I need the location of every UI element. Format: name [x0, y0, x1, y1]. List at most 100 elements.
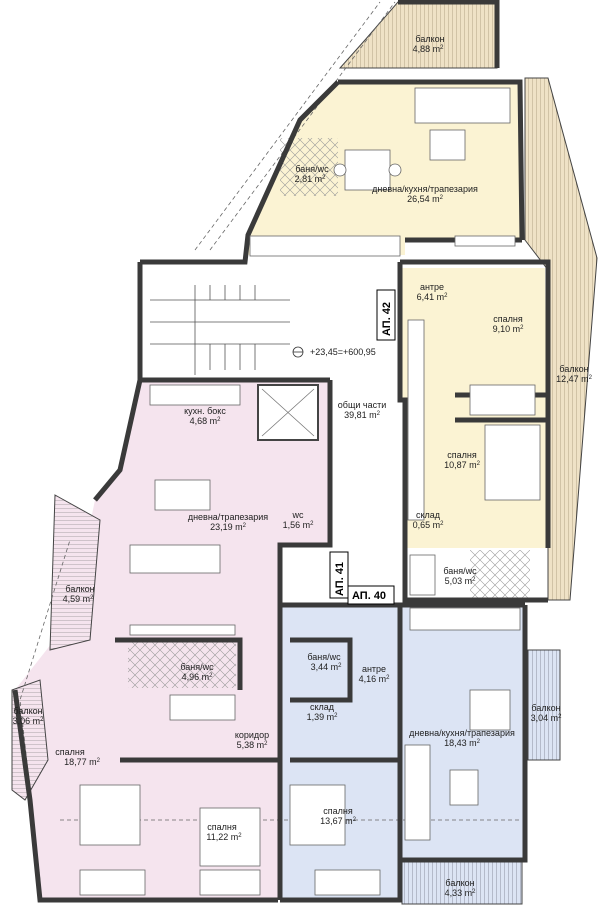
- area-spalnya-42b: 10,87 m2: [444, 460, 481, 470]
- stair-box: [140, 268, 398, 380]
- ap42-tag-box: [376, 289, 396, 341]
- label-dnevna-41: дневна/трапезария: [188, 512, 268, 522]
- area-banya-42b: 5,03 m2: [445, 576, 477, 586]
- walls: [12, 0, 551, 903]
- room-labels: балкон 4,88 m2 баня/wc 2,81 m2 дневна/ку…: [13, 34, 593, 898]
- desk-40: [314, 869, 381, 896]
- bath42b-tile: [470, 550, 530, 600]
- label-spalnya-41b: спалня: [207, 822, 237, 832]
- desk-41b: [199, 869, 261, 896]
- label-spalnya-40: спалня: [323, 806, 353, 816]
- bed-40: [289, 784, 346, 846]
- label-dnevna-40: дневна/кухня/трапезария: [409, 728, 515, 738]
- bathtub-42: [409, 554, 436, 596]
- furniture: [79, 87, 541, 896]
- chair-42a: [333, 163, 347, 177]
- common-area: [140, 268, 398, 441]
- ap40-tag: АП. 40: [352, 590, 386, 602]
- level-marker: +23,45=+600,95: [292, 346, 376, 358]
- label-sklad-40: склад: [310, 702, 335, 712]
- area-banya-40: 3,44 m2: [311, 662, 343, 672]
- table-40: [469, 689, 511, 731]
- tv-unit-41: [129, 624, 236, 636]
- bed-42b: [484, 424, 541, 501]
- area-kuhn-boks: 4,68 m2: [190, 416, 222, 426]
- area-antre-40: 4,16 m2: [359, 674, 391, 684]
- level-mark: +23,45=+600,95: [310, 347, 376, 357]
- area-dnevna-42: 26,54 m2: [407, 194, 444, 204]
- label-spalnya-41a: спалня: [55, 747, 85, 757]
- area-sklad-42: 0,65 m2: [413, 520, 445, 530]
- label-banya-40: баня/wc: [307, 652, 341, 662]
- label-banya-42b: баня/wc: [443, 566, 477, 576]
- table-41: [154, 479, 211, 511]
- label-wc-41: wc: [292, 510, 304, 520]
- ap42-tag: АП. 42: [381, 302, 393, 336]
- area-balkon-right: 12,47 m2: [556, 374, 593, 384]
- table-42: [344, 149, 391, 191]
- label-spalnya-42a: спалня: [493, 314, 523, 324]
- ap41-tag: АП. 41: [334, 562, 346, 596]
- armchair-40: [449, 769, 479, 806]
- balcony-right-fill: [524, 77, 598, 601]
- area-obshti: 39,81 m2: [344, 410, 381, 420]
- area-dnevna-40: 18,43 m2: [444, 738, 481, 748]
- label-balkon-left2: балкон: [13, 706, 42, 716]
- bed-42a: [469, 384, 536, 416]
- area-balkon-left2: 3,06 m2: [13, 716, 45, 726]
- label-sklad-42: склад: [416, 510, 441, 520]
- sofa-41: [129, 544, 221, 574]
- label-banya-41: баня/wc: [180, 662, 214, 672]
- balcony-right2-fill: [527, 649, 561, 761]
- label-dnevna-42: дневна/кухня/трапезария: [372, 184, 478, 194]
- area-dnevna-41: 23,19 m2: [210, 522, 247, 532]
- label-kuhn-boks: кухн. бокс: [184, 406, 226, 416]
- bed-41a: [79, 784, 141, 846]
- area-wc-41: 1,56 m2: [283, 520, 315, 530]
- chair-42b: [388, 163, 402, 177]
- sofa-40: [404, 744, 431, 841]
- sofa-42: [414, 87, 511, 124]
- area-balkon-bottom: 4,33 m2: [445, 888, 477, 898]
- label-balkon-left: балкон: [65, 584, 94, 594]
- label-antre-42: антре: [420, 282, 444, 292]
- area-spalnya-40: 13,67 m2: [320, 816, 357, 826]
- label-koridor-41: коридор: [235, 730, 269, 740]
- label-balkon-right2: балкон: [531, 703, 560, 713]
- label-antre-40: антре: [362, 664, 386, 674]
- desk-41: [79, 869, 146, 896]
- area-banya-42: 2,81 m2: [295, 174, 327, 184]
- wardrobe-42: [407, 319, 425, 521]
- area-antre-42: 6,41 m2: [417, 292, 449, 302]
- area-balkon-left: 4,59 m2: [63, 594, 95, 604]
- area-sklad-40: 1,39 m2: [307, 712, 339, 722]
- armchair-42: [429, 129, 466, 161]
- label-balkon-right: балкон: [559, 364, 588, 374]
- area-spalnya-42a: 9,10 m2: [493, 324, 525, 334]
- kitchen-40: [409, 607, 521, 631]
- apartment-tags: АП. 42 АП. 41 АП. 40: [329, 289, 396, 605]
- stairs: [150, 285, 290, 375]
- ap41-tag-box: [329, 551, 349, 599]
- area-balkon-right2: 3,04 m2: [531, 713, 563, 723]
- bath41-tile: [128, 640, 236, 688]
- label-balkon-bottom: балкон: [445, 878, 474, 888]
- area-banya-41: 4,96 m2: [182, 672, 214, 682]
- area-spalnya-41a: 18,77 m2: [64, 757, 101, 767]
- label-banya-42: баня/wc: [295, 164, 329, 174]
- bed-41b: [199, 807, 261, 867]
- kitchen-41: [149, 384, 241, 406]
- balcony-bottom-fill: [401, 861, 523, 905]
- ap40-tag-box: [347, 585, 395, 605]
- area-spalnya-41b: 11,22 m2: [206, 832, 242, 842]
- label-balkon-top: балкон: [415, 34, 444, 44]
- dashed-outlines: [19, 1, 520, 881]
- label-obshti: общи части: [338, 400, 386, 410]
- kitchen-42: [249, 235, 401, 257]
- lift-x2: [261, 388, 315, 437]
- label-spalnya-42b: спалня: [447, 450, 477, 460]
- bathtub-41: [169, 694, 236, 721]
- tv-unit-42: [454, 235, 516, 247]
- area-koridor-41: 5,38 m2: [237, 740, 269, 750]
